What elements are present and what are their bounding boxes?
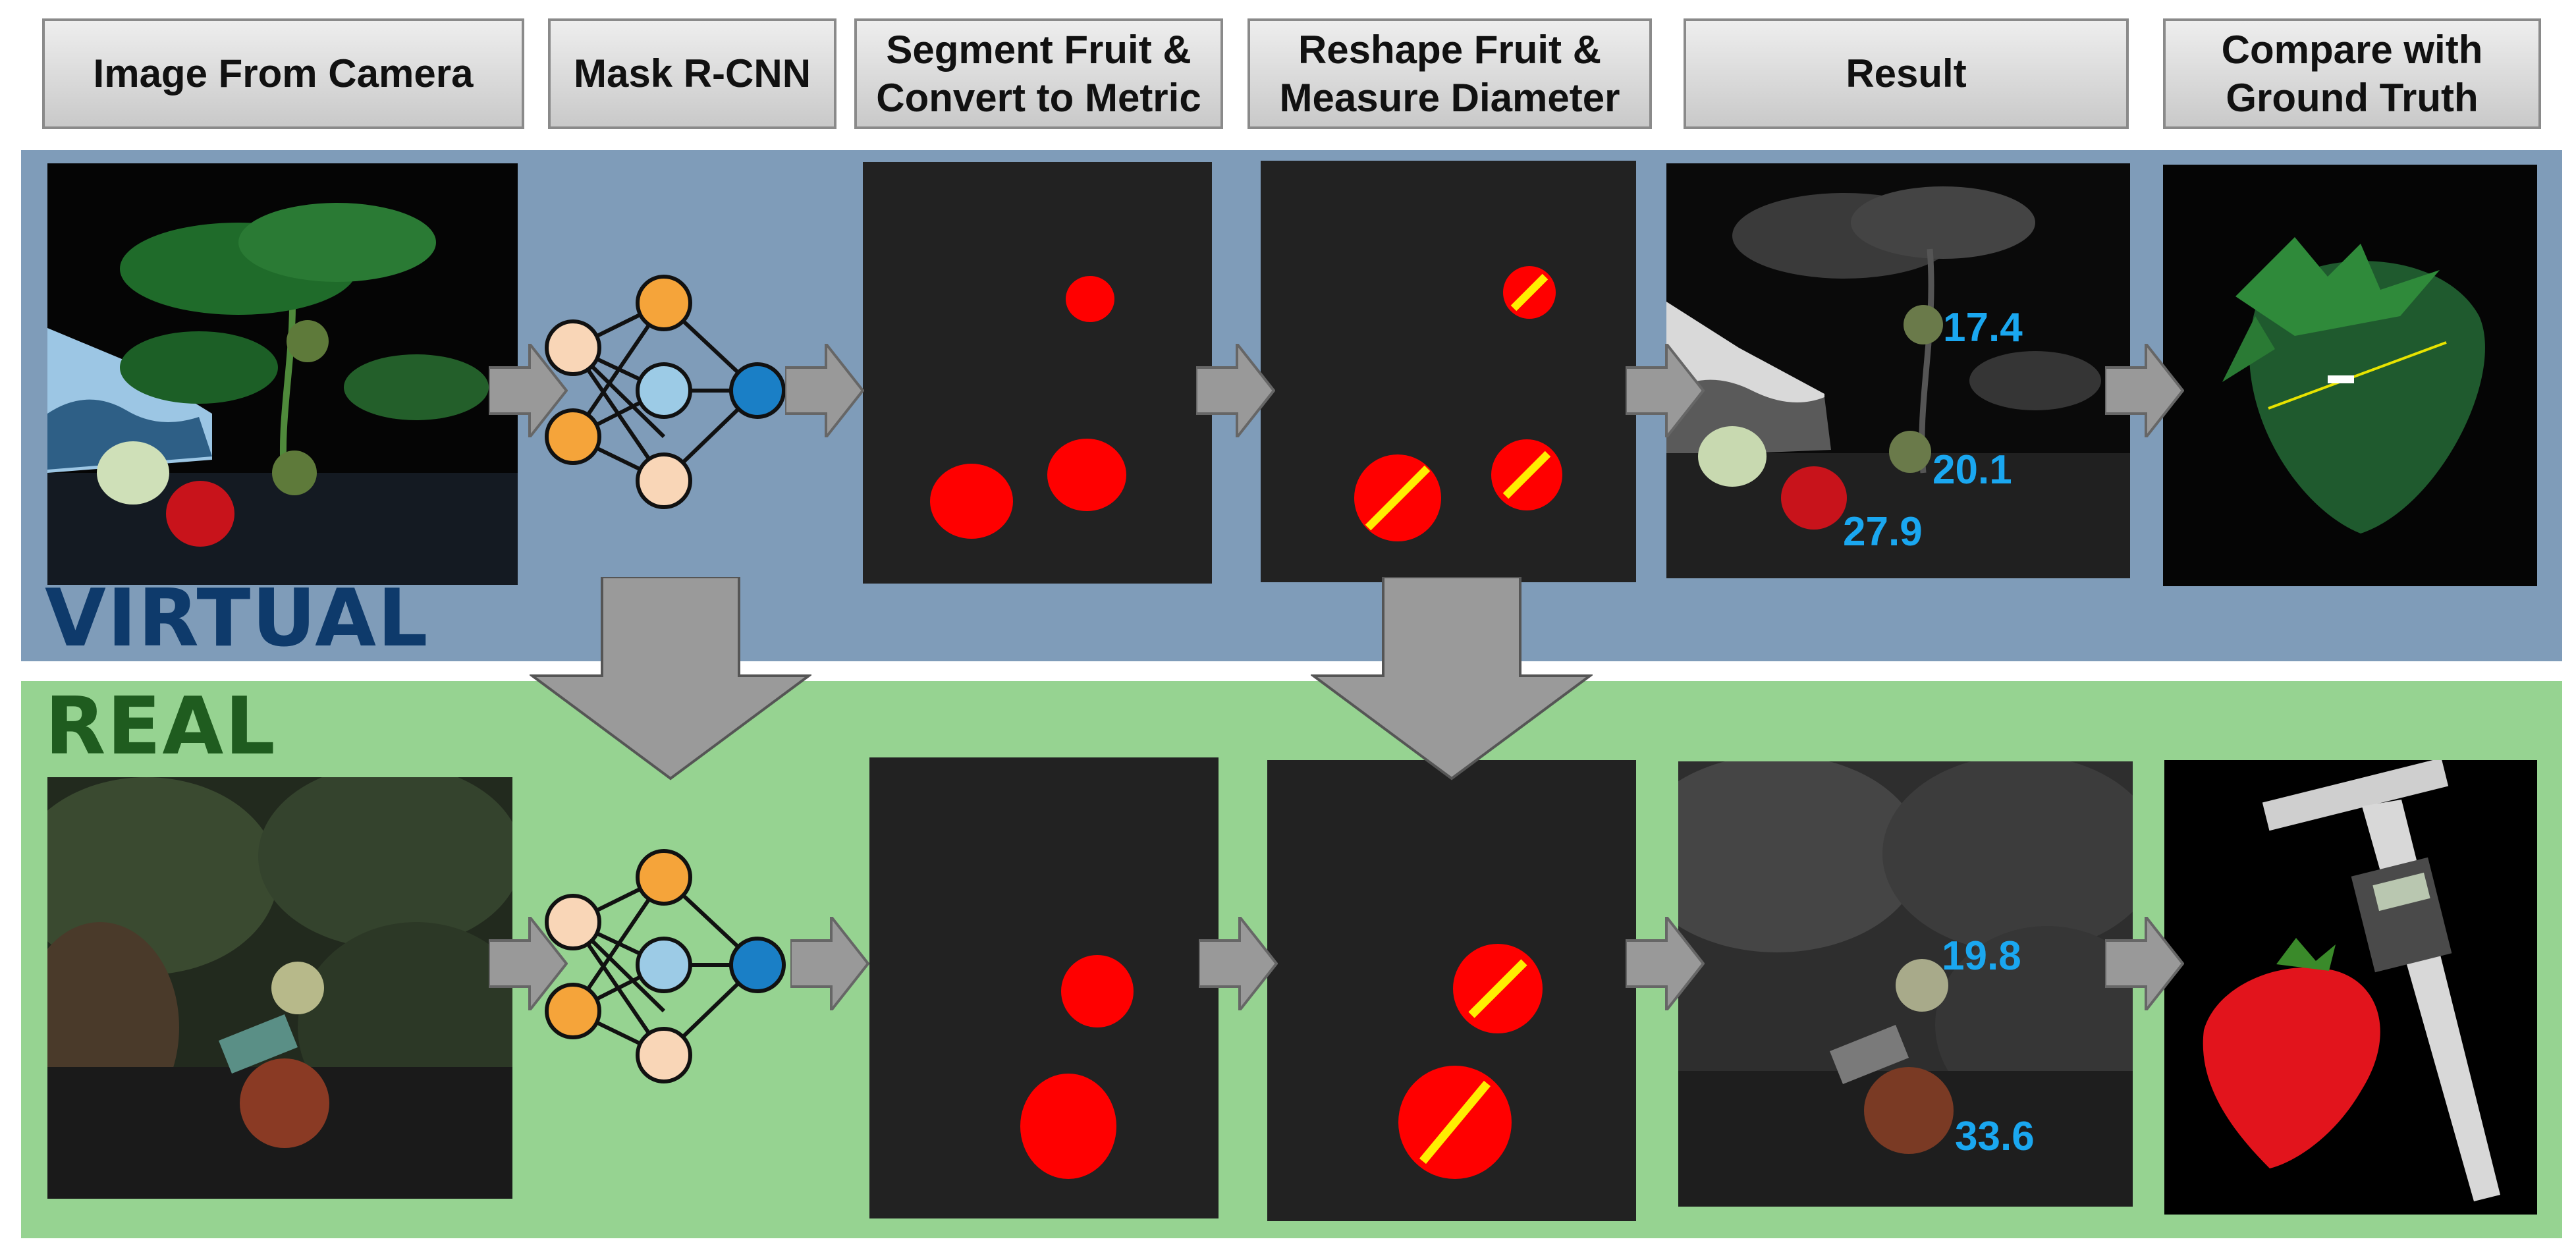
virtual-arrow-5 bbox=[2105, 344, 2184, 437]
real-ground-truth-image bbox=[2164, 760, 2537, 1215]
virtual-arrow-1 bbox=[489, 344, 568, 437]
header-reshape-fruit: Reshape Fruit & Measure Diameter bbox=[1247, 18, 1652, 129]
header-mask-rcnn: Mask R-CNN bbox=[548, 18, 836, 129]
header-segment-fruit: Segment Fruit & Convert to Metric bbox=[854, 18, 1223, 129]
virtual-result-image bbox=[1666, 163, 2130, 578]
virtual-result-value-3: 27.9 bbox=[1843, 509, 1923, 555]
real-arrow-5 bbox=[2105, 917, 2184, 1010]
header-image-from-camera: Image From Camera bbox=[42, 18, 524, 129]
real-arrow-1 bbox=[489, 917, 568, 1010]
header-result: Result bbox=[1684, 18, 2129, 129]
real-result-value-2: 33.6 bbox=[1955, 1114, 2035, 1159]
virtual-segmentation-mask bbox=[863, 162, 1212, 584]
virtual-label: VIRTUAL bbox=[45, 573, 429, 665]
virtual-arrow-4 bbox=[1626, 344, 1705, 437]
virtual-result-value-1: 17.4 bbox=[1943, 305, 2023, 350]
real-mask-rcnn-network bbox=[545, 849, 786, 1083]
virtual-arrow-2 bbox=[785, 344, 864, 437]
real-label: REAL bbox=[45, 681, 277, 773]
real-arrow-2 bbox=[790, 917, 869, 1010]
real-arrow-3 bbox=[1199, 917, 1278, 1010]
transfer-arrow-reshape bbox=[1311, 577, 1593, 780]
real-result-image bbox=[1678, 761, 2133, 1207]
real-segmentation-mask bbox=[869, 757, 1219, 1218]
virtual-result-value-2: 20.1 bbox=[1932, 447, 2012, 493]
real-result-value-1: 19.8 bbox=[1942, 933, 2021, 979]
virtual-diameter-mask bbox=[1261, 161, 1636, 582]
real-camera-image bbox=[47, 777, 512, 1199]
real-arrow-4 bbox=[1626, 917, 1705, 1010]
header-compare-ground-truth: Compare with Ground Truth bbox=[2163, 18, 2541, 129]
virtual-mask-rcnn-network bbox=[545, 275, 786, 509]
real-diameter-mask bbox=[1267, 760, 1636, 1221]
virtual-ground-truth-image bbox=[2163, 165, 2537, 586]
transfer-arrow-mask-rcnn bbox=[530, 577, 811, 780]
virtual-camera-image bbox=[47, 163, 518, 585]
virtual-arrow-3 bbox=[1196, 344, 1275, 437]
